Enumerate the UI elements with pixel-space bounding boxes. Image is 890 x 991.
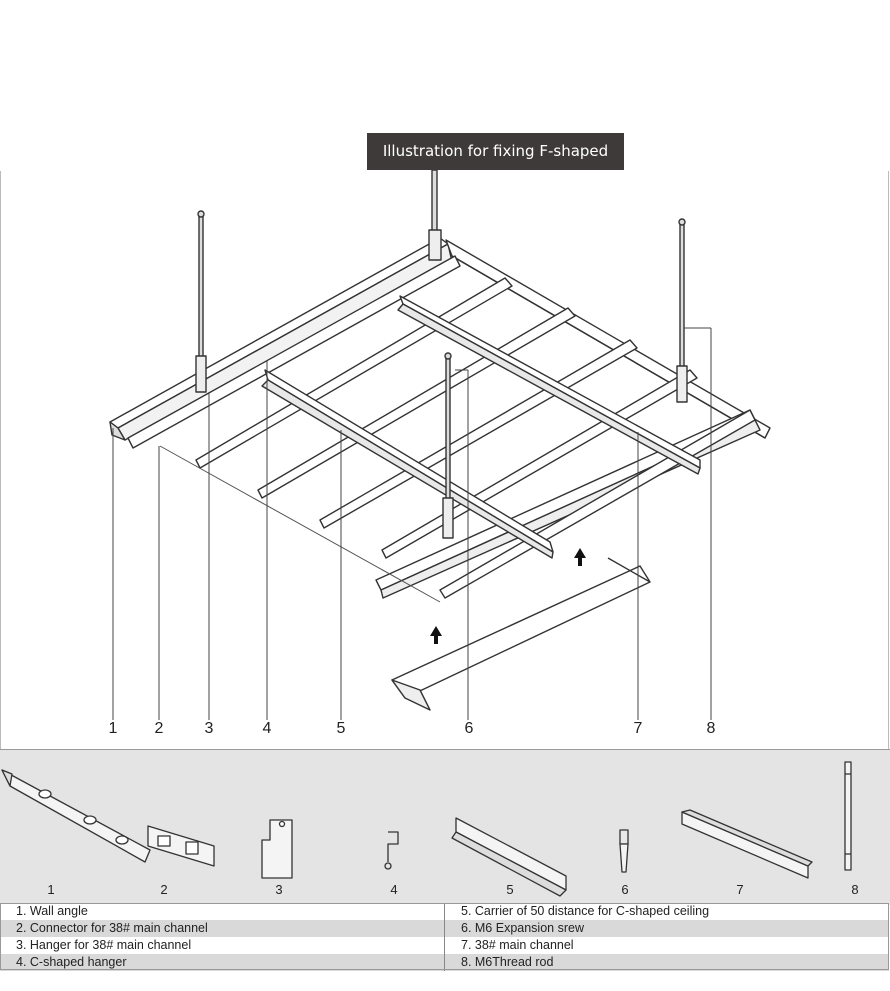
part-main-channel-icon — [681, 809, 813, 879]
part-connector-icon — [147, 825, 215, 867]
parts-legend: 1. Wall angle 2. Connector for 38# main … — [0, 903, 890, 971]
part-thread-rod-icon — [844, 761, 852, 871]
main-channels — [127, 255, 756, 599]
parts-illustrations — [1, 761, 852, 897]
legend-item: 4. C-shaped hanger — [0, 954, 444, 971]
part-c-hanger-icon — [384, 831, 399, 870]
part-number-4: 4 — [390, 882, 398, 897]
part-wall-angle-icon — [1, 769, 151, 863]
hangers — [195, 229, 688, 539]
part-hanger-icon — [261, 819, 293, 879]
diagram-frame-left — [0, 171, 1, 751]
legend-border — [0, 903, 889, 970]
legend-item: 7. 38# main channel — [445, 937, 889, 954]
callout-2: 2 — [154, 720, 164, 737]
part-number-1: 1 — [47, 882, 55, 897]
legend-item: 2. Connector for 38# main channel — [0, 920, 444, 937]
legend-item: 1. Wall angle — [0, 903, 444, 920]
legend-item: 5. Carrier of 50 distance for C-shaped c… — [445, 903, 889, 920]
carrier-right — [397, 295, 701, 475]
part-number-5: 5 — [506, 882, 514, 897]
callout-7: 7 — [633, 720, 643, 737]
part-carrier-icon — [451, 817, 567, 897]
leader-lines — [112, 327, 712, 720]
part-expansion-screw-icon — [619, 829, 629, 873]
callout-3: 3 — [204, 720, 214, 737]
ceiling-assembly-diagram — [109, 170, 771, 720]
callout-5: 5 — [336, 720, 346, 737]
part-number-2: 2 — [160, 882, 168, 897]
parts-panel: 1 2 3 4 5 6 7 8 — [0, 749, 890, 905]
callout-8: 8 — [706, 720, 716, 737]
callout-6: 6 — [464, 720, 474, 737]
diagram-title: Illustration for fixing F-shaped ceiling — [367, 133, 624, 197]
legend-divider — [444, 903, 445, 971]
arrows — [430, 548, 586, 644]
part-number-3: 3 — [275, 882, 283, 897]
part-number-6: 6 — [621, 882, 629, 897]
callout-1: 1 — [108, 720, 118, 737]
part-number-8: 8 — [851, 882, 859, 897]
diagram-frame-right — [888, 171, 889, 751]
legend-item: 6. M6 Expansion srew — [445, 920, 889, 937]
part-number-7: 7 — [736, 882, 744, 897]
wall-angle-right — [445, 239, 771, 439]
ceiling-panel — [391, 557, 651, 711]
legend-item: 3. Hanger for 38# main channel — [0, 937, 444, 954]
callout-4: 4 — [262, 720, 272, 737]
legend-item: 8. M6Thread rod — [445, 954, 889, 971]
